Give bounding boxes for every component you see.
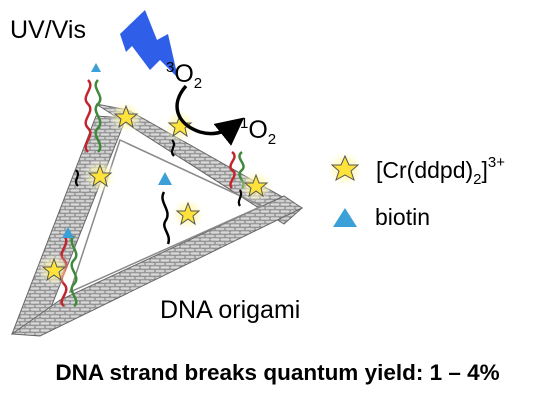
lightning-bolt-icon <box>120 10 178 78</box>
reaction-arrow <box>175 84 245 146</box>
dna-helix <box>84 79 102 153</box>
cr-complex-star <box>109 100 143 134</box>
origami-inner-rim <box>68 138 264 294</box>
biotin-marker <box>158 172 172 185</box>
singlet-oxygen-label: 1O2 <box>240 115 276 148</box>
quantum-yield-caption: DNA strand breaks quantum yield: 1 – 4% <box>55 360 500 385</box>
biotin-marker <box>91 63 101 72</box>
light-source-label: UV/Vis <box>10 16 86 44</box>
origami-arm-bottom <box>10 195 304 337</box>
legend-complex-label: [Cr(ddpd)2]3+ <box>376 154 505 188</box>
legend-biotin-icon <box>333 208 357 227</box>
legend-biotin-label: biotin <box>375 204 430 230</box>
linker-strand <box>74 169 80 187</box>
cr-complex-star <box>171 197 205 231</box>
cr-complex-star <box>83 159 117 193</box>
triplet-oxygen-label: 3O2 <box>166 59 202 92</box>
biotin-marker <box>62 227 74 238</box>
legend-star-icon <box>326 150 364 188</box>
linker-strand <box>161 191 171 245</box>
cr-complex-star <box>163 109 197 143</box>
origami-label: DNA origami <box>160 296 300 324</box>
cr-complex-star <box>239 169 273 203</box>
cr-complex-star <box>37 253 71 287</box>
